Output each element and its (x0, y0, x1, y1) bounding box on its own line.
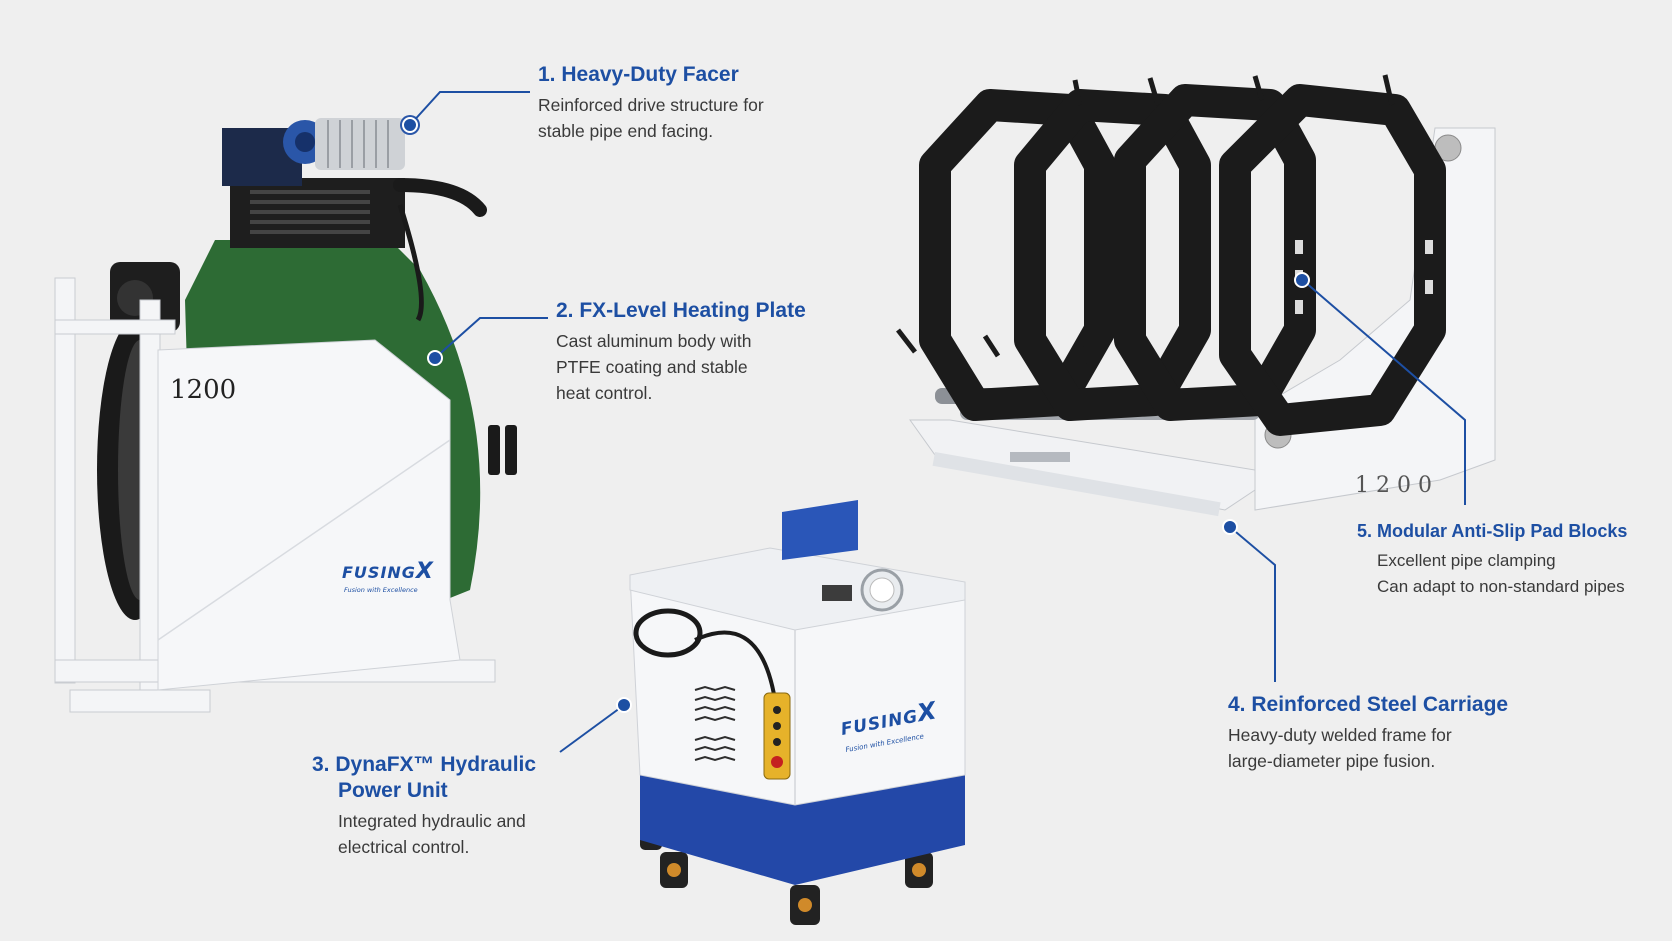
facer-handle (393, 178, 487, 217)
frame-model-label: 1 2 0 0 (1355, 473, 1432, 498)
callout-desc: Integrated hydraulic and electrical cont… (338, 811, 526, 857)
callout-dot-2 (427, 350, 443, 366)
callout-dot-3 (616, 697, 632, 713)
leader-line-3 (559, 707, 621, 753)
callout-heating-plate: 2. FX-Level Heating Plate Cast aluminum … (556, 298, 806, 406)
callout-desc: Reinforced drive structure for stable pi… (538, 95, 764, 141)
hydraulic-power-unit: FUSINGX Fusion with Excellence (629, 500, 966, 925)
leader-line-1 (409, 91, 530, 126)
hpu-tank (640, 770, 965, 885)
callout-dot-5 (1294, 272, 1310, 288)
callout-title: 4. Reinforced Steel Carriage (1228, 693, 1509, 716)
callout-leaders (409, 91, 1466, 753)
facer-brand-logo: FUSINGX (342, 559, 434, 584)
callout-desc: Cast aluminum body with PTFE coating and… (556, 331, 752, 403)
callout-desc: Heavy-duty welded frame for large-diamet… (1228, 725, 1452, 771)
callout-title: 2. FX-Level Heating Plate (556, 299, 806, 322)
callout-dot-1 (402, 117, 418, 133)
callout-dots (402, 117, 1310, 713)
callout-title: 3. DynaFX™ Hydraulic (312, 753, 537, 776)
control-pendant (763, 692, 791, 780)
callout-steel-carriage: 4. Reinforced Steel Carriage Heavy-duty … (1228, 692, 1508, 774)
clamp-rings (919, 84, 1446, 436)
facer-brand-tagline: Fusion with Excellence (344, 586, 418, 594)
callout-dot-4 (1222, 519, 1238, 535)
leader-line-2 (434, 317, 548, 359)
facer-motor (315, 118, 405, 170)
callout-hydraulic-power-unit: 3. DynaFX™ Hydraulic Power Unit Integrat… (312, 752, 536, 860)
callout-title: 1. Heavy-Duty Facer (538, 63, 739, 86)
facer-frame (54, 277, 76, 684)
callout-anti-slip-pads: 5. Modular Anti-Slip Pad Blocks Excellen… (1357, 518, 1627, 600)
callout-desc: Excellent pipe clamping Can adapt to non… (1377, 551, 1625, 596)
callout-heavy-duty-facer: 1. Heavy-Duty Facer Reinforced drive str… (538, 62, 764, 144)
facer-heating-unit: 1200 FUSINGX Fusion with Excellence (54, 115, 517, 713)
leader-line-5 (1304, 281, 1466, 505)
facer-housing (157, 339, 461, 691)
callout-title-line2: Power Unit (338, 779, 448, 802)
leader-line-4 (1229, 526, 1276, 682)
callout-title: 5. Modular Anti-Slip Pad Blocks (1357, 521, 1628, 541)
facer-model-label: 1200 (170, 375, 236, 405)
clamp-frame-unit: 1 2 0 0 (896, 74, 1496, 517)
hpu-lid (782, 500, 858, 560)
